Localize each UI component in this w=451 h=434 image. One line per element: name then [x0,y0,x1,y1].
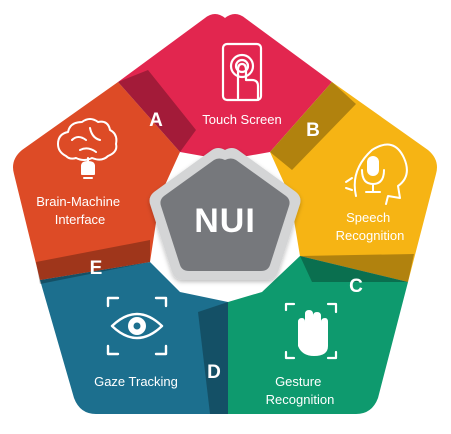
center-badge: NUI [149,148,301,280]
tab-a-band [118,70,196,152]
tab-b-band [270,82,356,170]
segment-brain-machine-interface [13,82,180,280]
segment-touch-screen-shape [118,14,332,160]
segment-touch-screen [118,14,332,160]
segment-brain-machine-interface-label: Brain-Machine Interface [36,194,123,227]
tab-c-band [300,254,414,282]
segment-touch-screen-label: Touch Screen [202,112,282,127]
segment-gesture-recognition-label: Gesture Recognition [266,374,335,407]
segment-speech-recognition-label: Speech Recognition [336,210,405,243]
letter-d: D [207,362,221,383]
letter-a: A [149,110,163,131]
brain-icon [57,118,118,179]
segment-speech-recognition-shape [270,82,437,282]
letter-e: E [90,258,103,279]
touch-screen-icon [221,42,263,102]
hand-gesture-icon [284,302,338,360]
tab-e-band [36,240,150,284]
center-label: NUI [194,202,256,240]
speech-icon [345,143,408,205]
center-pentagon [160,158,290,271]
letter-b: B [306,120,320,141]
segment-brain-machine-interface-shape [13,82,180,280]
letter-c: C [349,276,363,297]
tab-d-band [198,302,228,414]
segment-speech-recognition [270,82,437,282]
eye-icon [106,296,168,356]
segment-gaze-tracking-label: Gaze Tracking [94,374,178,389]
